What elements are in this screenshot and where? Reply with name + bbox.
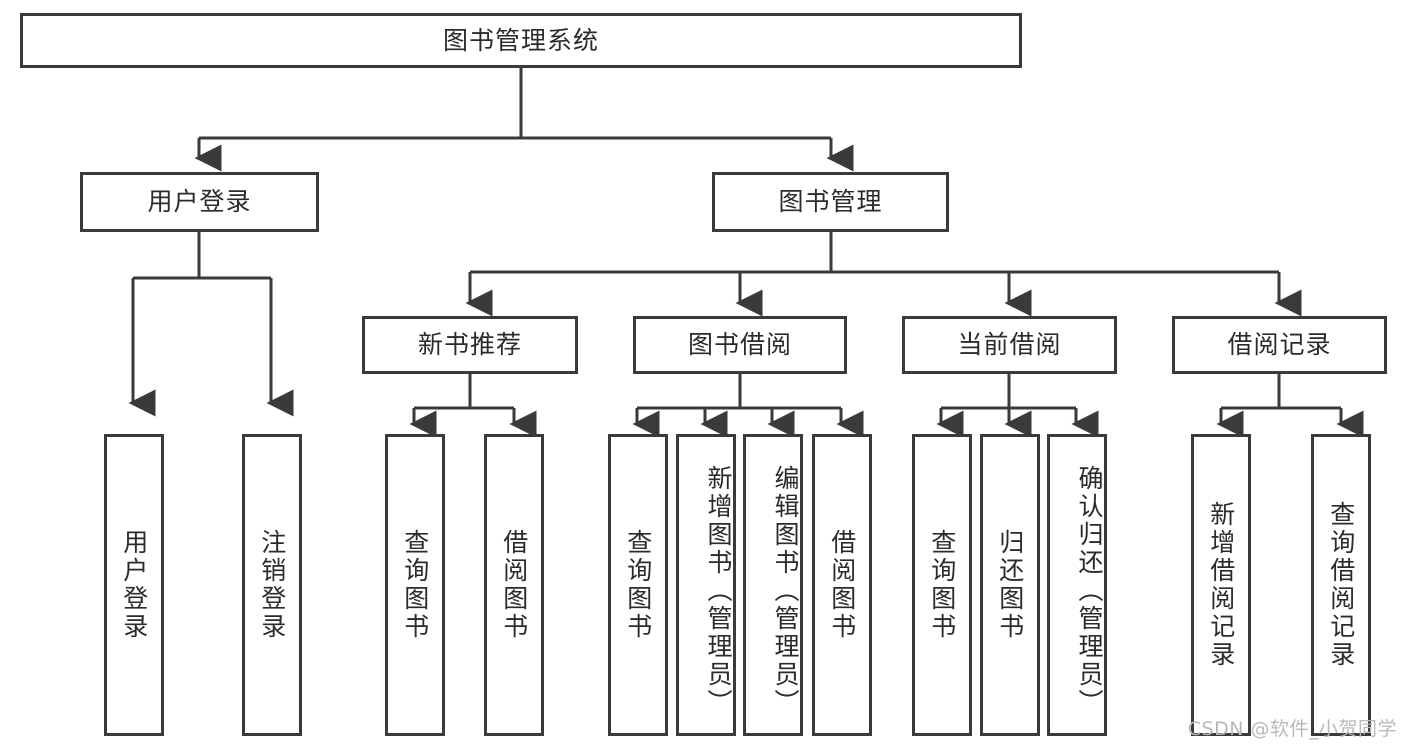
leaf-query-book-current[interactable]: 查询图书 [912,434,972,736]
leaf-add-borrow-record[interactable]: 新增借阅记录 [1191,434,1251,736]
node-label: 图书管理系统 [442,25,599,55]
node-label: 归还图书 [995,529,1025,641]
leaf-return-book[interactable]: 归还图书 [980,434,1040,736]
node-new-book-recommend[interactable]: 新书推荐 [362,316,578,374]
node-label: 用户登录 [147,187,252,217]
csdn-watermark: CSDN @软件_小贺同学 [1187,718,1397,740]
node-label: 查询借阅记录 [1326,501,1356,669]
node-label: 当前借阅 [957,330,1062,360]
node-label: 新增图书（管理员） [704,465,733,717]
node-user-login[interactable]: 用户登录 [80,172,319,232]
node-book-borrow[interactable]: 图书借阅 [633,316,847,374]
leaf-add-book-admin[interactable]: 新增图书（管理员） [676,434,736,736]
leaf-borrow-book-recommend[interactable]: 借阅图书 [484,434,544,736]
leaf-edit-book-admin[interactable]: 编辑图书（管理员） [743,434,803,736]
node-label: 确认归还（管理员） [1075,465,1104,717]
node-book-manage[interactable]: 图书管理 [712,172,949,232]
leaf-borrow-book-borrow[interactable]: 借阅图书 [812,434,872,736]
node-label: 图书管理 [778,187,883,217]
leaf-logout-login[interactable]: 注销登录 [242,434,302,736]
node-label: 新书推荐 [417,330,522,360]
leaf-query-borrow-record[interactable]: 查询借阅记录 [1311,434,1371,736]
node-label: 借阅图书 [499,529,529,641]
node-label: 编辑图书（管理员） [771,465,800,717]
node-label: 查询图书 [623,529,653,641]
leaf-query-book-recommend[interactable]: 查询图书 [385,434,445,736]
node-current-borrow[interactable]: 当前借阅 [902,316,1117,374]
node-label: 查询图书 [927,529,957,641]
node-label: 借阅记录 [1227,330,1332,360]
node-label: 查询图书 [400,529,430,641]
node-label: 图书借阅 [687,330,792,360]
node-label: 新增借阅记录 [1206,501,1236,669]
node-label: 借阅图书 [827,529,857,641]
leaf-user-login[interactable]: 用户登录 [104,434,164,736]
node-label: 注销登录 [257,529,287,641]
node-book-management-system[interactable]: 图书管理系统 [20,13,1022,68]
leaf-query-book-borrow[interactable]: 查询图书 [608,434,668,736]
leaf-confirm-return-admin[interactable]: 确认归还（管理员） [1047,434,1107,736]
node-label: 用户登录 [119,529,149,641]
node-borrow-record[interactable]: 借阅记录 [1172,316,1387,374]
